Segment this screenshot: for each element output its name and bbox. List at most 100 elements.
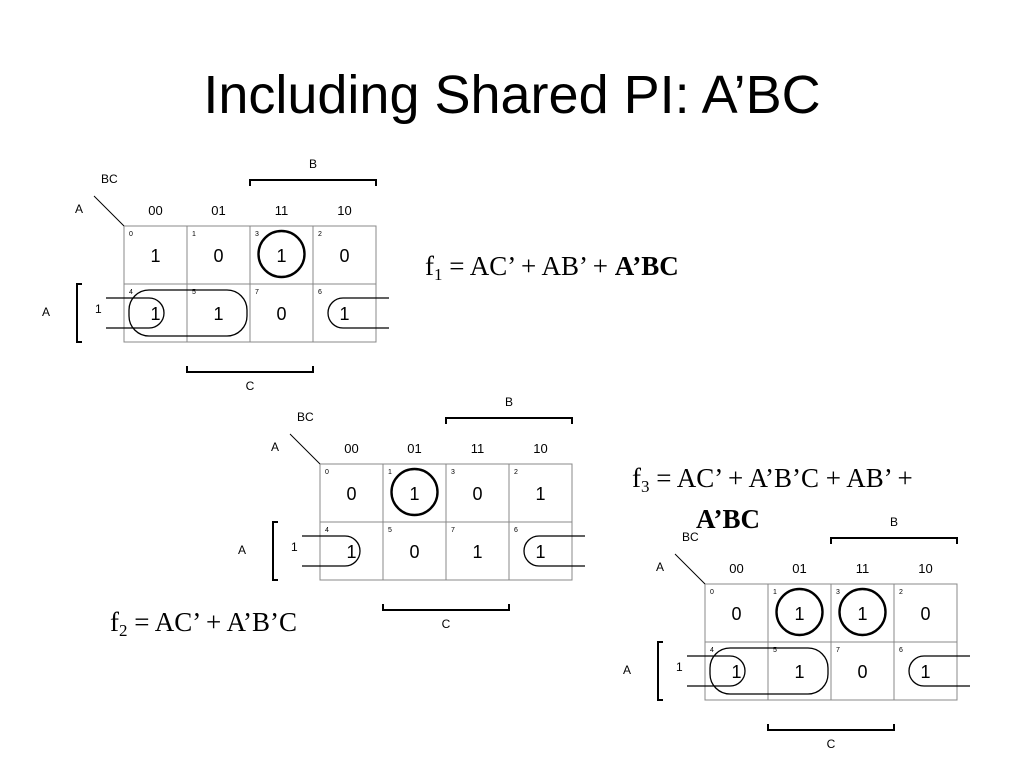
kmap-cell-value: 0	[339, 246, 349, 266]
kmap-row-header: 1	[95, 302, 102, 316]
equation-f1: f1 = AC’ + AB’ + A’BC	[425, 250, 679, 291]
kmap-row-var: A	[656, 560, 664, 574]
kmap-cell-index: 4	[710, 647, 714, 654]
kmap-group-circle	[257, 229, 306, 279]
kmap-b-brace	[830, 537, 958, 544]
equation-f1-rhs: = AC’ + AB’ +	[442, 251, 615, 281]
kmap-cell-index: 2	[514, 469, 518, 476]
kmap-col-header: 01	[211, 203, 225, 218]
kmap-cell-index: 5	[388, 527, 392, 534]
kmap-cell-index: 3	[836, 589, 840, 596]
equation-f2-rhs: = AC’ + A’B’C	[127, 607, 297, 637]
kmap-cell-value: 0	[920, 604, 930, 624]
kmap-group-loop	[128, 289, 248, 337]
kmap-cell-index: 2	[318, 231, 322, 238]
kmap-b-label: B	[309, 157, 317, 171]
kmap-cell-value: 1	[409, 484, 419, 504]
kmap-col-header: 00	[729, 561, 743, 576]
kmap-cell-value: 0	[213, 246, 223, 266]
kmap-cell-value: 0	[472, 484, 482, 504]
kmap-c-label: C	[442, 617, 451, 631]
equation-f3-rhs: = AC’ + A’B’C + AB’ +	[649, 463, 913, 493]
kmap-row-var: A	[75, 202, 83, 216]
kmap-cell-index: 0	[710, 589, 714, 596]
kmap-c-label: C	[827, 737, 836, 751]
equation-f3-line2: A’BC	[696, 503, 760, 535]
equation-f3-sub: 3	[641, 477, 650, 496]
kmap-group-wrap-right	[908, 655, 970, 687]
slide-title: Including Shared PI: A’BC	[203, 65, 821, 125]
kmap-cell-value: 1	[339, 304, 349, 324]
kmap-group-loop	[709, 647, 829, 695]
kmap-cell-value: 0	[276, 304, 286, 324]
kmap-a-brace	[657, 641, 663, 701]
kmap-group-wrap-right	[327, 297, 389, 329]
kmap-group-wrap-right	[523, 535, 585, 567]
kmap-group-wrap-left	[687, 655, 746, 687]
kmap-col-header: 01	[407, 441, 421, 456]
kmap-cell-value: 1	[472, 542, 482, 562]
kmap-c-brace	[186, 366, 314, 373]
kmap-cell-value: 1	[346, 542, 356, 562]
kmap-cell-index: 1	[388, 469, 392, 476]
kmap-col-header: 10	[918, 561, 932, 576]
kmap-cell-value: 1	[731, 662, 741, 682]
kmap-col-header: 11	[471, 441, 485, 456]
equation-f1-lhs: f	[425, 251, 434, 281]
kmap-col-header: 00	[344, 441, 358, 456]
equation-f1-shared-term: A’BC	[614, 251, 679, 281]
kmap-row-var: A	[271, 440, 279, 454]
kmap-group-wrap-left	[106, 297, 165, 329]
kmap-cell-index: 1	[773, 589, 777, 596]
equation-f3-shared-term: A’BC	[696, 504, 760, 534]
kmap-a-brace	[76, 283, 82, 343]
kmap-cell-index: 3	[255, 231, 259, 238]
kmap-cell-value: 1	[794, 662, 804, 682]
equation-f2-sub: 2	[119, 621, 128, 640]
kmap-a-brace	[272, 521, 278, 581]
kmap-cell-value: 1	[535, 484, 545, 504]
equation-f2: f2 = AC’ + A’B’C	[110, 606, 297, 647]
kmap-col-header: 10	[337, 203, 351, 218]
kmap-a-label: A	[623, 663, 631, 677]
kmap-cell-index: 0	[325, 469, 329, 476]
kmap-cell-index: 0	[129, 231, 133, 238]
kmap-c-brace	[767, 724, 895, 731]
kmap-c-label: C	[246, 379, 255, 393]
kmap-cell-value: 0	[409, 542, 419, 562]
kmap-cell-index: 3	[451, 469, 455, 476]
kmap-cell-index: 6	[899, 647, 903, 654]
kmap-cell-value: 1	[535, 542, 545, 562]
kmap-row-header: 1	[291, 540, 298, 554]
kmap-corner-diagonal	[289, 433, 321, 465]
kmap-cell-value: 1	[213, 304, 223, 324]
kmap-cell-value: 1	[794, 604, 804, 624]
kmap-cell-value: 1	[276, 246, 286, 266]
equation-f3: f3 = AC’ + A’B’C + AB’ +	[632, 462, 913, 503]
kmap-a-label: A	[238, 543, 246, 557]
kmap-group-circle	[838, 587, 887, 637]
kmap-cell-index: 7	[451, 527, 455, 534]
kmap-group-circle	[775, 587, 824, 637]
kmap-cell-index: 7	[255, 289, 259, 296]
kmap-row-header: 1	[676, 660, 683, 674]
kmap-col-var: BC	[682, 530, 699, 544]
kmap-b-brace	[445, 417, 573, 424]
kmap-col-var: BC	[101, 172, 118, 186]
kmap-col-header: 10	[533, 441, 547, 456]
kmap-col-header: 11	[275, 203, 289, 218]
kmap-group-circle	[390, 467, 439, 517]
kmap-corner-diagonal	[674, 553, 706, 585]
kmap-cell-index: 6	[318, 289, 322, 296]
kmap-cell-index: 5	[773, 647, 777, 654]
kmap-cell-value: 1	[150, 304, 160, 324]
kmap-b-label: B	[890, 515, 898, 529]
kmap-cell-index: 1	[192, 231, 196, 238]
kmap-b-label: B	[505, 395, 513, 409]
kmap-corner-diagonal	[93, 195, 125, 227]
kmap-cell-value: 0	[346, 484, 356, 504]
kmap-cell-index: 5	[192, 289, 196, 296]
kmap-group-wrap-left	[302, 535, 361, 567]
